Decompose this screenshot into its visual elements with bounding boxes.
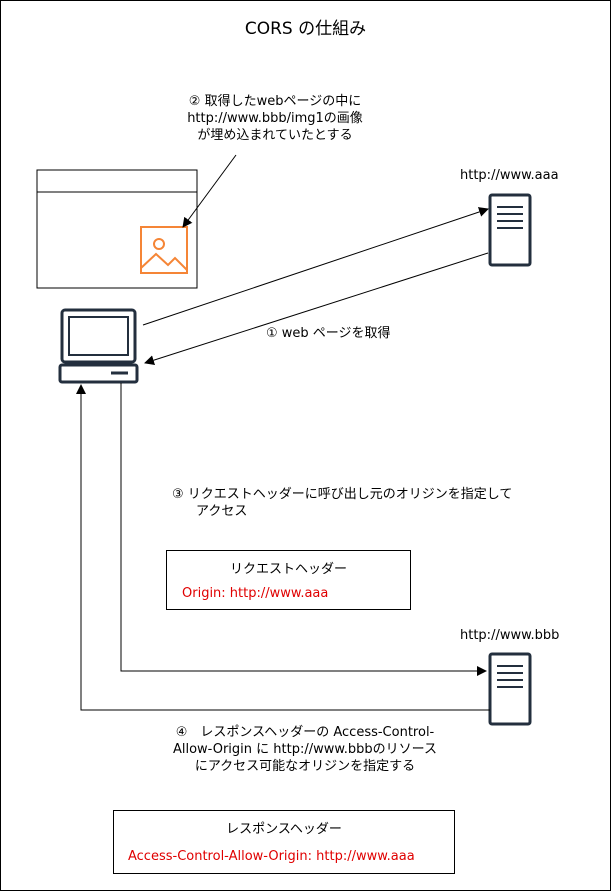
response-header-label: レスポンスヘッダー — [226, 822, 342, 837]
response-header-value: Access-Control-Allow-Origin: http://www.… — [128, 849, 415, 864]
step2-line-1: ② 取得したwebページの中に — [188, 94, 362, 109]
step1-note: ① web ページを取得 — [266, 326, 391, 341]
request-header-label: リクエストヘッダー — [229, 562, 347, 577]
step2-note: ② 取得したwebページの中に http://www.bbb/img1の画像 が… — [150, 93, 400, 144]
computer-icon — [58, 308, 139, 384]
step4-line-1: ④ レスポンスヘッダーの Access-Control- — [175, 725, 435, 740]
request-header-box: リクエストヘッダー Origin: http://www.aaa — [166, 550, 411, 610]
step4-note: ④ レスポンスヘッダーの Access-Control- Allow-Origi… — [135, 724, 475, 775]
step3-note: ③ リクエストヘッダーに呼び出し元のオリジンを指定して アクセス — [172, 486, 512, 520]
server-icon — [488, 652, 532, 726]
step3-line-1: ③ リクエストヘッダーに呼び出し元のオリジンを指定して — [172, 487, 513, 502]
request-bbb-arrow — [120, 383, 487, 676]
step2-line-2: http://www.bbb/img1の画像 — [187, 111, 363, 126]
request-header-value: Origin: http://www.aaa — [182, 586, 329, 601]
note-to-image-arrow — [182, 154, 237, 228]
response-bbb-arrow — [76, 384, 490, 711]
response-aaa-arrow — [144, 252, 489, 366]
response-header-box: レスポンスヘッダー Access-Control-Allow-Origin: h… — [113, 810, 455, 874]
host-bbb-label: http://www.bbb — [460, 628, 560, 643]
step2-line-3: が埋め込まれていたとする — [197, 128, 353, 143]
step3-line-2: アクセス — [196, 504, 248, 519]
host-aaa-label: http://www.aaa — [460, 168, 559, 183]
step4-line-3: にアクセス可能なオリジンを指定する — [194, 759, 416, 774]
step4-line-2: Allow-Origin に http://www.bbbのリソース — [172, 742, 438, 757]
request-aaa-arrow — [142, 207, 489, 326]
browser-window-icon — [36, 169, 198, 289]
diagram-title: CORS の仕組み — [244, 19, 367, 39]
server-icon — [488, 193, 532, 267]
image-icon — [140, 226, 188, 274]
